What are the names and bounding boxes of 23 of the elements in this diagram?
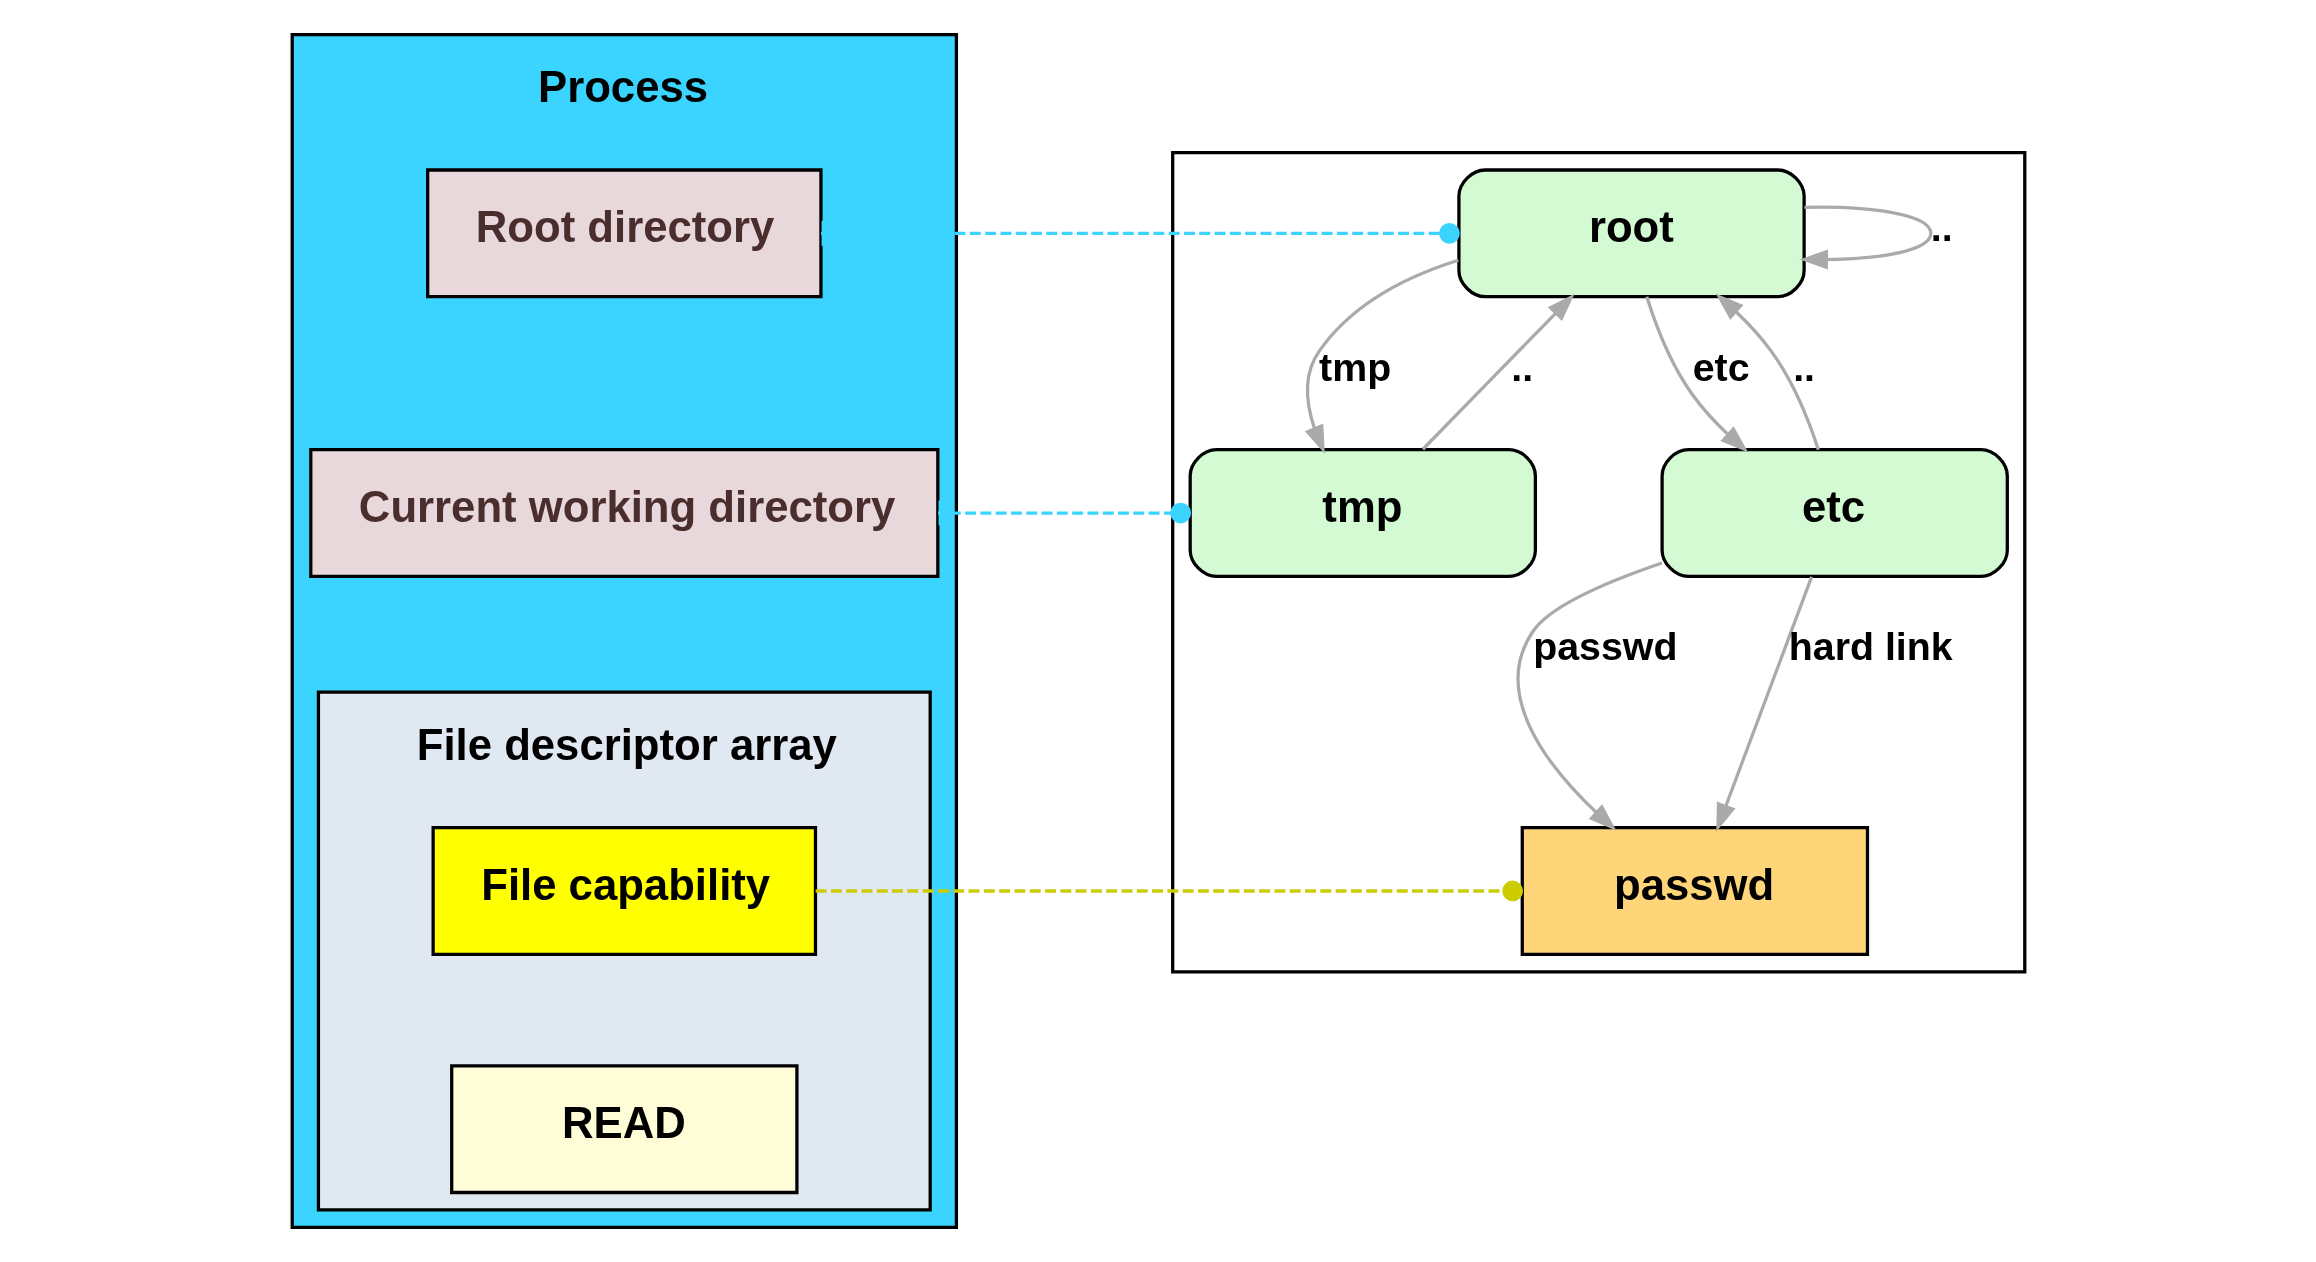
node-box: Current working directory [308, 448, 939, 578]
edge-label: tmp [1318, 344, 1391, 389]
node-box: passwd [1520, 826, 1869, 956]
node-box: Root directory [425, 168, 823, 299]
arrow [1516, 561, 1662, 831]
node-box: root [1456, 168, 1806, 299]
arrow [1715, 576, 1813, 832]
arrow [1644, 296, 1748, 453]
node-box: tmp [1188, 448, 1537, 578]
node-box: READ [449, 1064, 799, 1195]
edge-label: etc [1692, 344, 1750, 389]
connector [815, 880, 1523, 902]
edge-label: .. [1930, 204, 1953, 249]
node-box: etc [1659, 448, 2009, 578]
arrow [1715, 293, 1820, 451]
edge-label: passwd [1532, 624, 1677, 669]
arrow [1421, 293, 1575, 451]
edge-label: hard link [1788, 624, 1953, 669]
arrow [1304, 258, 1459, 454]
node-box: File capability [431, 826, 817, 956]
edge-label: .. [1510, 344, 1533, 389]
arrow [1799, 205, 1932, 270]
edge-label: .. [1792, 344, 1815, 389]
